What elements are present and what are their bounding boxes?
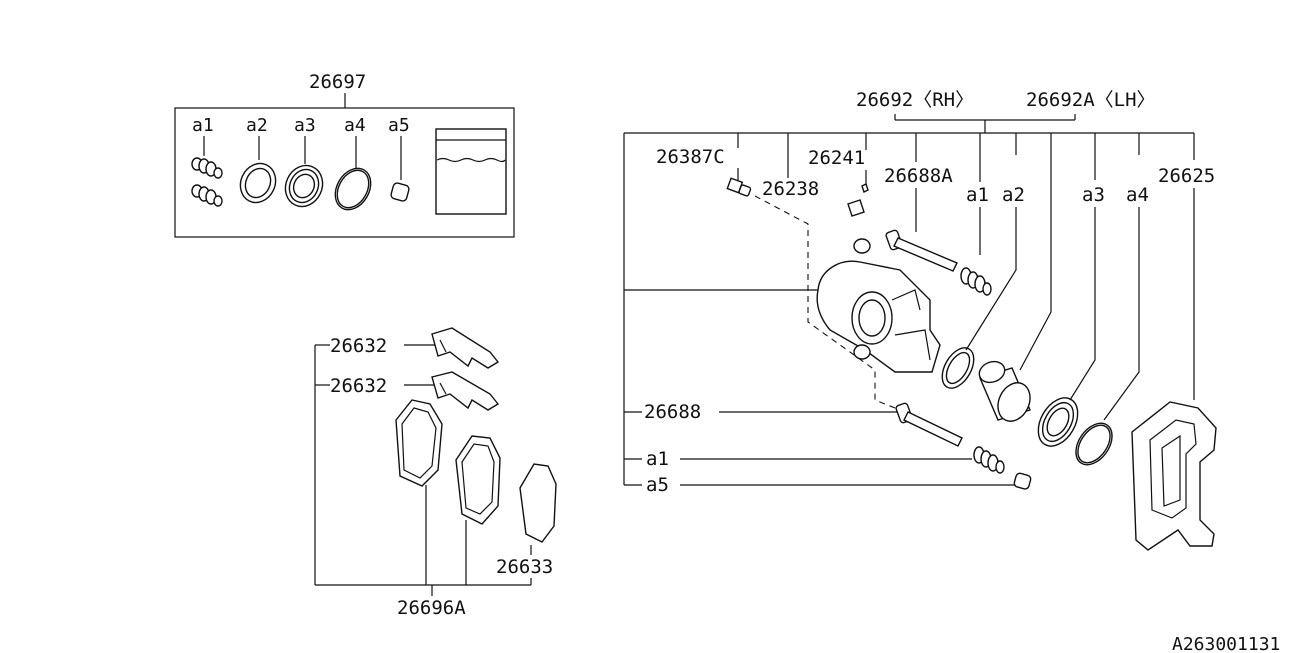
guide-pin-upper-icon [885,229,958,272]
caliper-seal-icon [941,347,975,389]
pad-clip-upper-icon [431,327,500,369]
repair-kit-group: 26697 a1 a2 a3 a4 a5 [174,71,515,238]
ring-icon [334,167,372,211]
caliper-rh-label[interactable]: 26692〈RH〉 [856,89,974,111]
caliper-ring-icon [1075,422,1113,466]
dust-boot-icon [191,157,223,207]
shim-label[interactable]: 26633 [496,556,553,578]
caliper-boot-icon [1037,397,1079,447]
pad-group: 26632 26632 26633 [314,327,557,619]
caliper-support-icon [1131,401,1217,551]
kit-part-number[interactable]: 26697 [309,71,366,93]
guide-pin-a-label[interactable]: 26688A [884,165,953,187]
kit-item-a1[interactable]: a1 [192,115,214,136]
caliper-a2-label[interactable]: a2 [1002,184,1025,206]
clip-lower-label[interactable]: 26632 [330,375,387,397]
lower-a5-label[interactable]: a5 [646,474,669,496]
upper-boot-icon [960,267,992,296]
piston-icon [978,360,1031,422]
bleeder-screw-icon [847,183,869,217]
guide-pin-label[interactable]: 26688 [644,401,701,423]
kit-box [174,107,515,238]
lower-boot-icon [973,446,1005,474]
kit-item-a5[interactable]: a5 [388,115,410,136]
screw-label[interactable]: 26238 [762,178,819,200]
brake-pad-inner-icon [395,399,443,487]
kit-item-a3[interactable]: a3 [294,115,316,136]
bleeder-label[interactable]: 26241 [808,147,865,169]
brake-pad-outer-icon [455,435,501,525]
caliper-lh-label[interactable]: 26692A〈LH〉 [1026,89,1156,111]
piston-boot-icon [284,164,324,208]
caliper-body-icon [816,238,941,373]
lower-a1-label[interactable]: a1 [646,448,669,470]
bleeder-cap-label[interactable]: 26387C [656,146,725,168]
bushing-icon [390,182,410,202]
clip-upper-label[interactable]: 26632 [330,335,387,357]
diagram-id: A263001131 [1172,634,1280,653]
caliper-a4-label[interactable]: a4 [1126,184,1149,206]
pad-set-label[interactable]: 26696A [397,597,466,619]
caliper-a3-label[interactable]: a3 [1082,184,1105,206]
bleeder-cap-icon [726,177,752,197]
guide-pin-lower-icon [895,402,963,447]
kit-item-a2[interactable]: a2 [246,115,268,136]
lower-bushing-icon [1013,472,1032,490]
piston-seal-icon [239,162,277,204]
pad-clip-lower-icon [431,371,500,411]
pad-shim-icon [519,463,557,543]
support-label[interactable]: 26625 [1158,165,1215,187]
grease-packet-icon [435,128,507,215]
caliper-a1-label[interactable]: a1 [966,184,989,206]
caliper-group: 26692〈RH〉 26692A〈LH〉 26387C 26241 26238 … [623,89,1217,551]
kit-item-a4[interactable]: a4 [344,115,366,136]
